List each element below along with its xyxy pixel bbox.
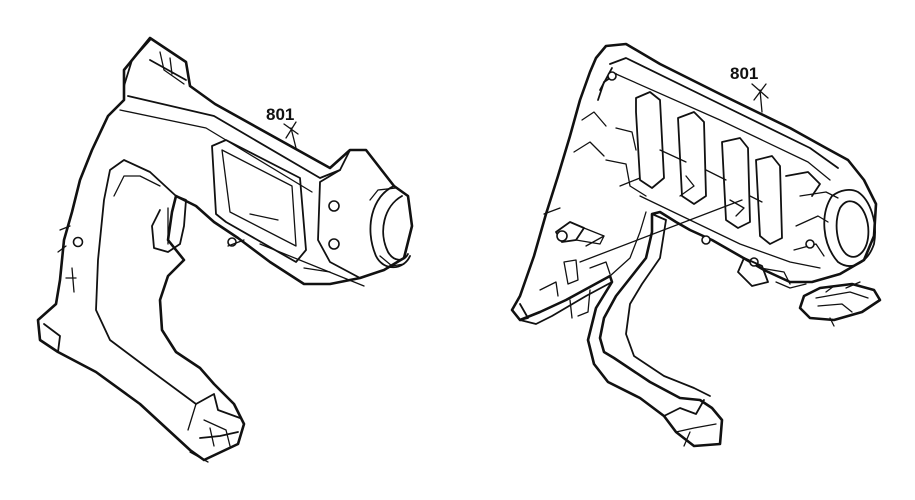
- detached-clip-part: [798, 281, 882, 327]
- callout-leader-line: [259, 243, 365, 287]
- right-housing-outline: [510, 42, 878, 448]
- left-housing-outline: [36, 36, 414, 462]
- right-housing-half: [510, 42, 878, 448]
- callout-leader-line-right: [579, 199, 743, 263]
- callout-801-left: 801: [266, 105, 299, 149]
- callout-label: 801: [266, 105, 294, 124]
- callout-label: 801: [730, 64, 758, 83]
- callout-801-right: 801: [730, 64, 769, 113]
- left-housing-half: [36, 36, 414, 463]
